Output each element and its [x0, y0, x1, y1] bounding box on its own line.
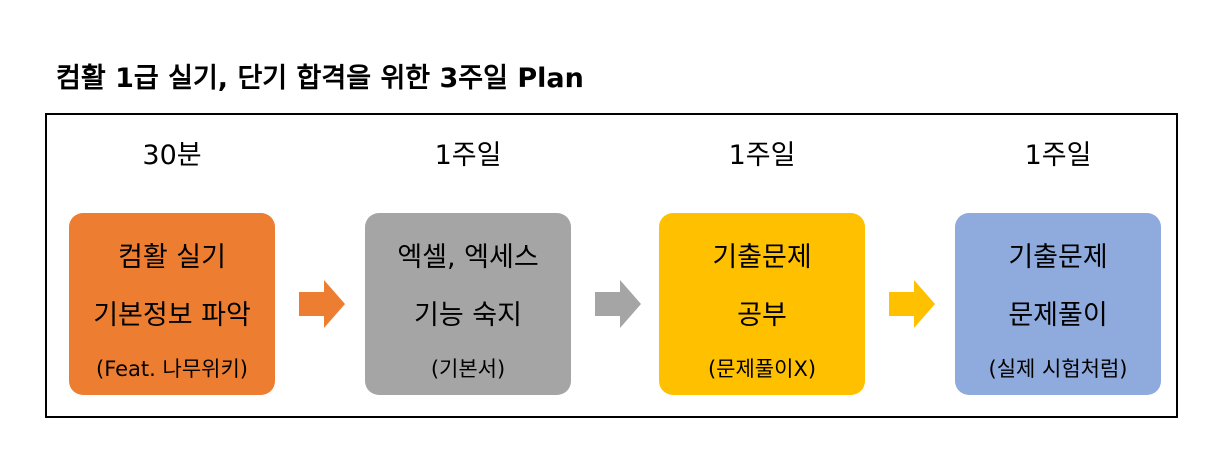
- step-2-line-3: (기본서): [430, 357, 506, 381]
- step-3-box: 기출문제 공부 (문제풀이X): [659, 213, 865, 395]
- step-3-line-3: (문제풀이X): [707, 357, 817, 381]
- step-1-duration: 30분: [142, 140, 202, 171]
- step-2-box: 엑셀, 엑세스 기능 숙지 (기본서): [365, 213, 571, 395]
- step-1-line-2: 기본정보 파악: [93, 300, 251, 331]
- step-4-line-2: 문제풀이: [1008, 300, 1108, 331]
- page-title: 컴활 1급 실기, 단기 합격을 위한 3주일 Plan: [56, 63, 584, 94]
- step-4-line-3: (실제 시험처럼): [988, 357, 1128, 381]
- step-4-duration: 1주일: [1024, 140, 1092, 171]
- step-1-line-3: (Feat. 나무위키): [96, 357, 248, 381]
- step-3-duration: 1주일: [728, 140, 796, 171]
- step-3-line-1: 기출문제: [712, 242, 812, 273]
- right-arrow-icon: [595, 280, 641, 328]
- right-arrow-icon: [889, 280, 935, 328]
- step-2-line-1: 엑셀, 엑세스: [397, 242, 539, 273]
- right-arrow-icon: [299, 280, 345, 328]
- step-1-line-1: 컴활 실기: [118, 242, 226, 273]
- step-2-line-2: 기능 숙지: [414, 300, 522, 331]
- step-2-duration: 1주일: [434, 140, 502, 171]
- step-4-box: 기출문제 문제풀이 (실제 시험처럼): [955, 213, 1161, 395]
- plan-frame: [45, 113, 1178, 418]
- step-3-line-2: 공부: [737, 300, 787, 331]
- step-4-line-1: 기출문제: [1008, 242, 1108, 273]
- step-1-box: 컴활 실기 기본정보 파악 (Feat. 나무위키): [69, 213, 275, 395]
